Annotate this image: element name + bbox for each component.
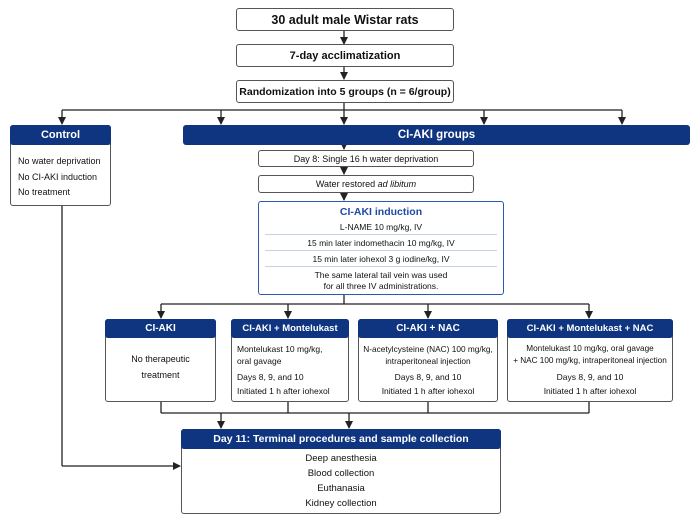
rats-box: 30 adult male Wistar rats bbox=[236, 8, 454, 31]
acclimatization-box: 7-day acclimatization bbox=[236, 44, 454, 67]
induction-step: L-NAME 10 mg/kg, IV bbox=[265, 220, 497, 235]
day8-box: Day 8: Single 16 h water deprivation bbox=[258, 150, 474, 167]
ciaki-groups-title: CI-AKI groups bbox=[397, 129, 476, 141]
group-line: Days 8, 9, and 10 bbox=[237, 372, 304, 382]
terminal-item: Deep anesthesia bbox=[305, 453, 377, 464]
water-prefix: Water restored bbox=[315, 179, 378, 189]
induction-note-line: for all three IV administrations. bbox=[323, 281, 439, 291]
water-label: Water restored ad libitum bbox=[316, 179, 416, 189]
terminal-header: Day 11: Terminal procedures and sample c… bbox=[181, 429, 501, 449]
induction-note: The same lateral tail vein was used for … bbox=[259, 270, 503, 292]
terminal-item: Blood collection bbox=[307, 468, 375, 479]
group-line: treatment bbox=[141, 370, 180, 380]
group-title: CI-AKI + NAC bbox=[396, 323, 460, 334]
ciaki-groups-header: CI-AKI groups bbox=[183, 125, 690, 145]
water-italic: ad libitum bbox=[377, 179, 417, 189]
group-line: Initiated 1 h after iohexol bbox=[543, 386, 637, 396]
control-title: Control bbox=[40, 129, 81, 141]
induction-title: CI-AKI induction bbox=[339, 206, 423, 218]
group-title: CI-AKI bbox=[145, 323, 176, 334]
acclimatization-label: 7-day acclimatization bbox=[289, 49, 401, 62]
group-line: intraperitoneal injection bbox=[385, 356, 471, 366]
day8-label: Day 8: Single 16 h water deprivation bbox=[293, 153, 439, 164]
group-header-nac: CI-AKI + NAC bbox=[358, 319, 498, 338]
control-header: Control bbox=[10, 125, 111, 145]
control-item: No water deprivation bbox=[18, 156, 101, 166]
induction-note-line: The same lateral tail vein was used bbox=[314, 270, 448, 280]
group-line: Initiated 1 h after iohexol bbox=[381, 386, 475, 396]
rats-label: 30 adult male Wistar rats bbox=[271, 12, 419, 27]
terminal-item: Euthanasia bbox=[317, 483, 365, 494]
group-line: Montelukast 10 mg/kg, bbox=[237, 344, 323, 354]
induction-step: 15 min later indomethacin 10 mg/kg, IV bbox=[265, 236, 497, 251]
randomization-label: Randomization into 5 groups (n = 6/group… bbox=[239, 85, 451, 98]
control-item: No treatment bbox=[18, 187, 71, 197]
group-line: Montelukast 10 mg/kg, oral gavage bbox=[526, 344, 654, 353]
group-title: CI-AKI + Montelukast bbox=[242, 323, 338, 334]
induction-step: 15 min later iohexol 3 g iodine/kg, IV bbox=[265, 252, 497, 267]
terminal-item: Kidney collection bbox=[305, 498, 377, 509]
group-line: Days 8, 9, and 10 bbox=[394, 372, 462, 382]
induction-step-text: 15 min later iohexol 3 g iodine/kg, IV bbox=[312, 254, 450, 264]
group-line: oral gavage bbox=[237, 356, 282, 366]
group-header-ciaki: CI-AKI bbox=[105, 319, 216, 338]
group-line: Initiated 1 h after iohexol bbox=[237, 386, 330, 396]
randomization-box: Randomization into 5 groups (n = 6/group… bbox=[236, 80, 454, 103]
group-line: N-acetylcysteine (NAC) 100 mg/kg, bbox=[363, 344, 493, 354]
group-title: CI-AKI + Montelukast + NAC bbox=[526, 323, 654, 334]
terminal-title: Day 11: Terminal procedures and sample c… bbox=[213, 433, 469, 445]
group-header-montelukast-nac: CI-AKI + Montelukast + NAC bbox=[507, 319, 673, 338]
group-header-montelukast: CI-AKI + Montelukast bbox=[231, 319, 349, 338]
group-line: No therapeutic bbox=[131, 354, 190, 364]
induction-box: CI-AKI induction L-NAME 10 mg/kg, IV 15 … bbox=[258, 201, 504, 295]
group-line: + NAC 100 mg/kg, intraperitoneal injecti… bbox=[513, 356, 667, 365]
group-line: Days 8, 9, and 10 bbox=[556, 372, 624, 382]
induction-step-text: L-NAME 10 mg/kg, IV bbox=[339, 222, 423, 232]
water-box: Water restored ad libitum bbox=[258, 175, 474, 193]
induction-step-text: 15 min later indomethacin 10 mg/kg, IV bbox=[307, 238, 455, 248]
control-item: No CI-AKI induction bbox=[18, 172, 98, 182]
